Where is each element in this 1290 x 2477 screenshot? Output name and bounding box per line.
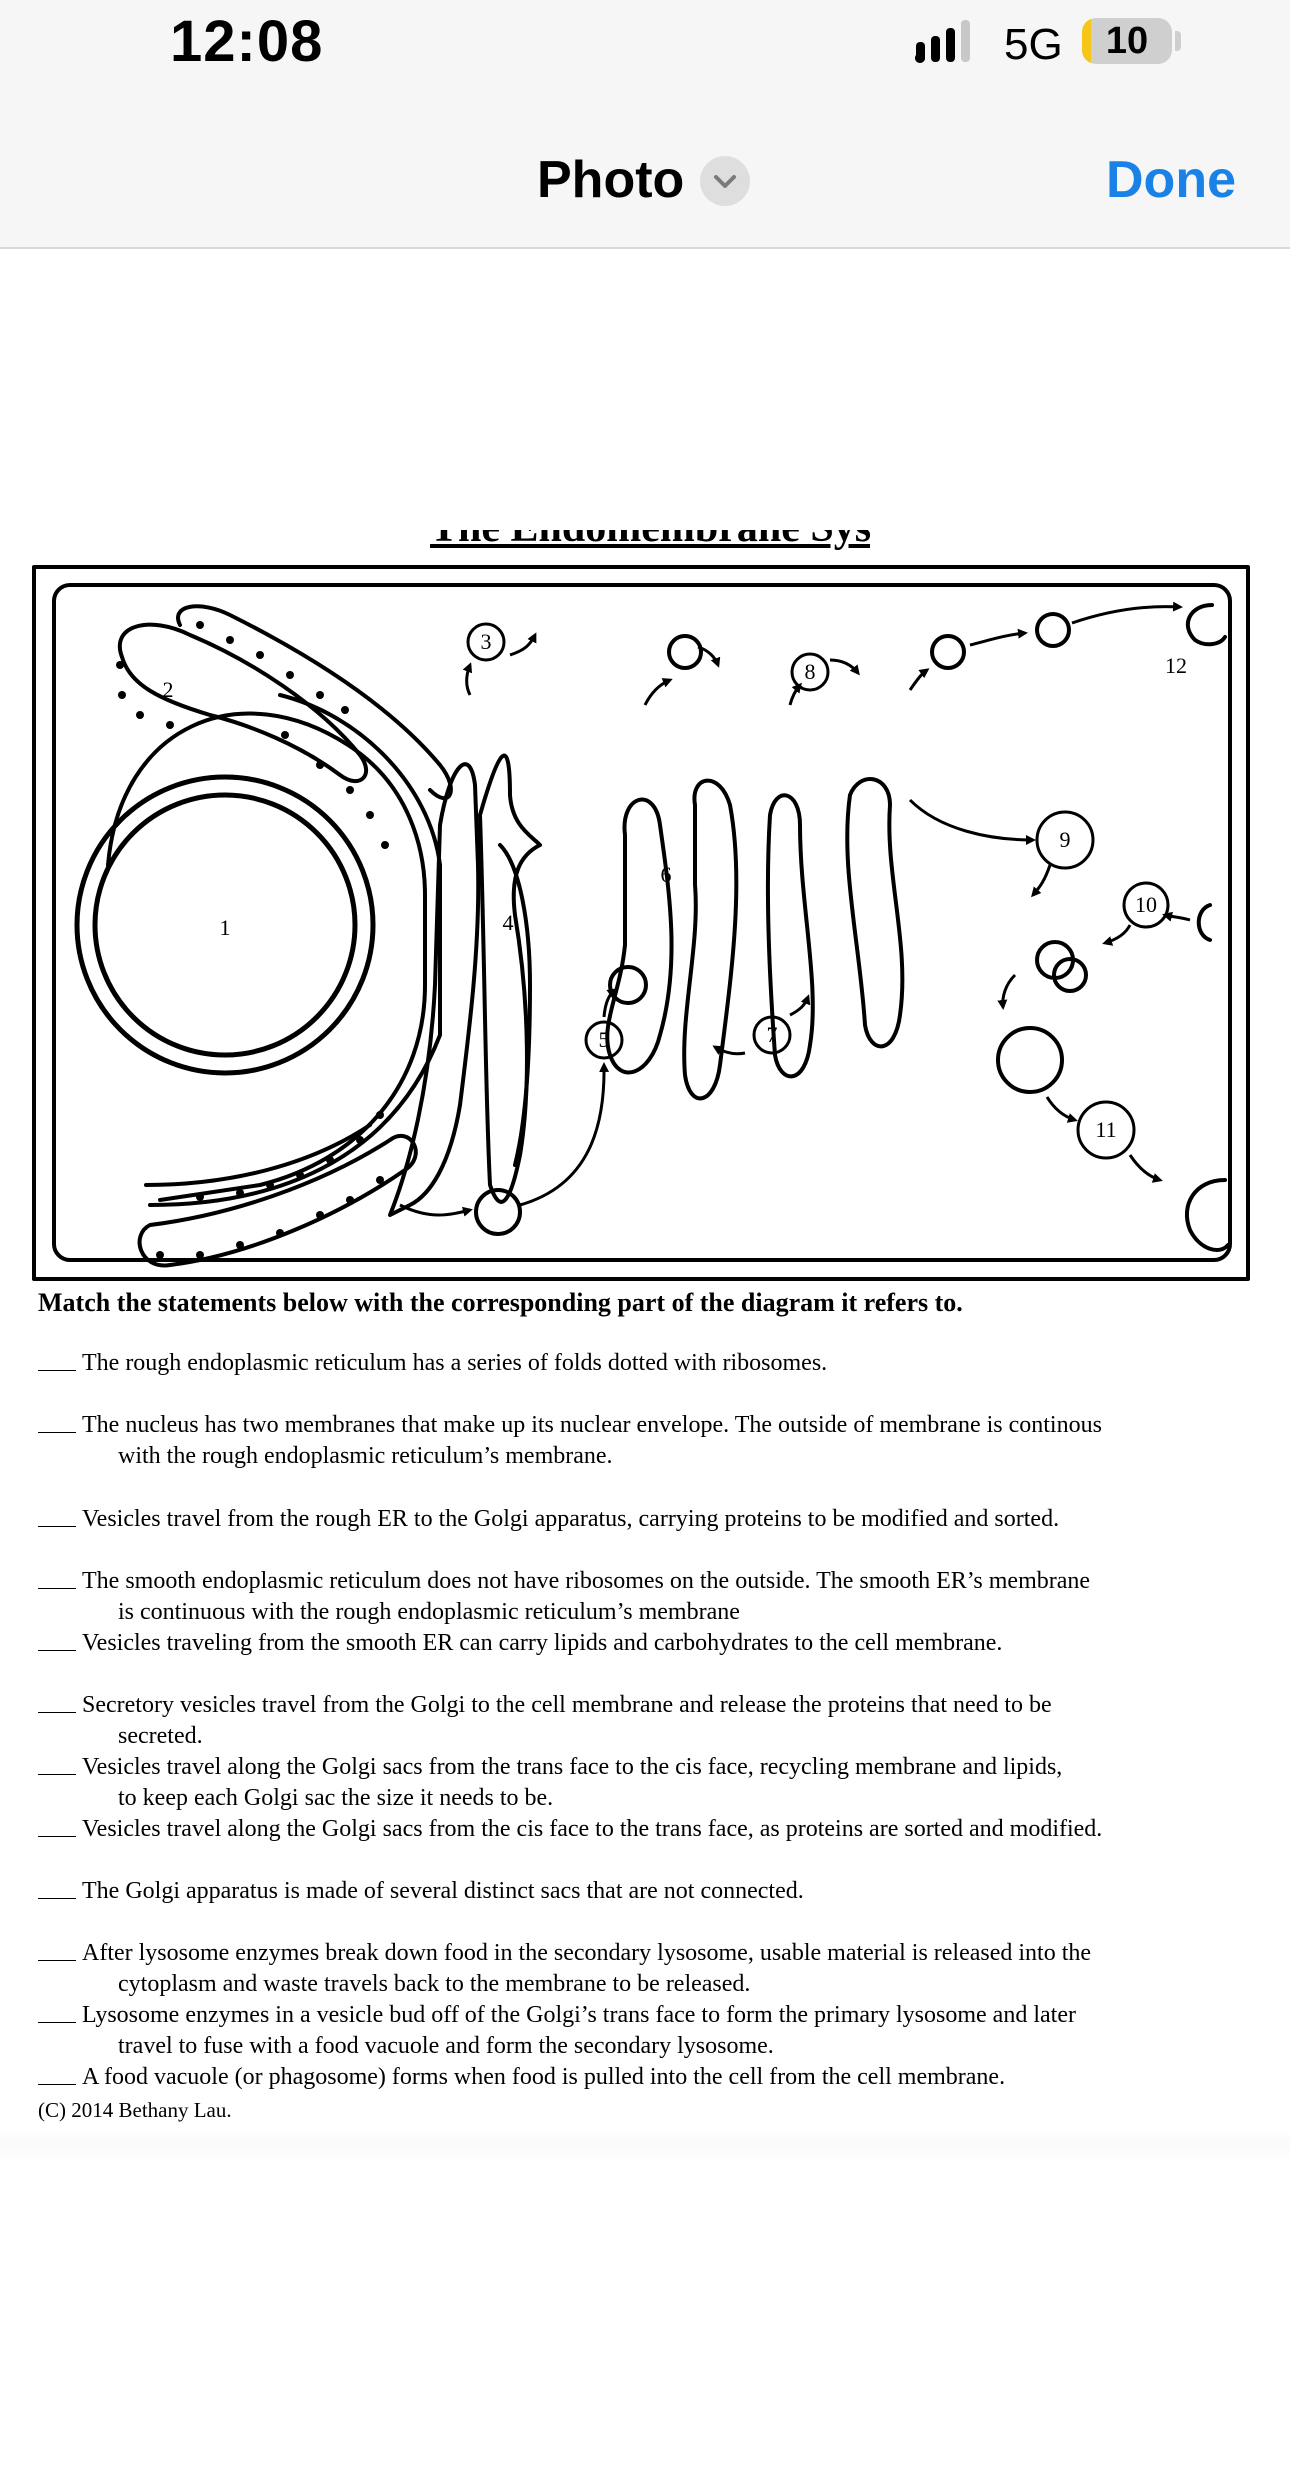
statement-12: A food vacuole (or phagosome) forms when… <box>38 2062 1258 2093</box>
done-button[interactable]: Done <box>1106 150 1236 210</box>
rough-er-sac-2 <box>120 625 366 781</box>
endocytosis-pocket <box>1187 1180 1228 1250</box>
diagram-label-6: 6 <box>661 862 672 887</box>
answer-blank[interactable] <box>38 1814 76 1837</box>
photo-worksheet: The Endomembrane System <box>0 530 1290 2158</box>
statement-line-cont: travel to fuse with a food vacuole and f… <box>38 2031 1258 2062</box>
diagram-label-3: 3 <box>481 629 492 654</box>
rough-er-fold-lower <box>146 1125 370 1185</box>
battery-level: 10 <box>1082 18 1172 64</box>
chevron-down-icon <box>700 156 750 206</box>
answer-blank[interactable] <box>38 1566 76 1589</box>
statement-line: The rough endoplasmic reticulum has a se… <box>82 1348 827 1379</box>
nav-title[interactable]: Photo <box>537 150 684 210</box>
vesicle-rough-er <box>476 1190 520 1234</box>
answer-blank[interactable] <box>38 1938 76 1961</box>
worksheet-title: The Endomembrane System <box>430 530 870 552</box>
battery-cap <box>1175 31 1181 51</box>
answer-blank[interactable] <box>38 1690 76 1713</box>
golgi-sac-4 <box>847 779 902 1046</box>
nav-divider <box>0 247 1290 249</box>
answer-blank[interactable] <box>38 1348 76 1371</box>
top-bar: 12:08 5G 10 Photo Done <box>0 0 1290 248</box>
worksheet-title-crop: The Endomembrane System <box>430 530 870 560</box>
answer-blank[interactable] <box>38 2062 76 2085</box>
outer-frame <box>34 567 1248 1279</box>
answer-blank[interactable] <box>38 1504 76 1527</box>
statement-8: Vesicles travel along the Golgi sacs fro… <box>38 1814 1258 1845</box>
statement-3: Vesicles travel from the rough ER to the… <box>38 1504 1258 1535</box>
golgi-sac-2 <box>684 781 736 1099</box>
statement-2: The nucleus has two membranes that make … <box>38 1410 1258 1472</box>
statement-4: The smooth endoplasmic reticulum does no… <box>38 1566 1258 1628</box>
statement-9: The Golgi apparatus is made of several d… <box>38 1876 1258 1907</box>
statement-line: After lysosome enzymes break down food i… <box>82 1938 1091 1969</box>
golgi-sac-1 <box>607 800 671 1073</box>
lysosome-bud-b <box>1054 959 1086 991</box>
membrane-pocket-10 <box>1199 905 1210 940</box>
cellular-signal-icon <box>914 18 980 66</box>
food-vacuole <box>998 1028 1062 1092</box>
statement-line-cont: with the rough endoplasmic reticulum’s m… <box>38 1441 1258 1472</box>
network-type: 5G <box>1004 20 1063 70</box>
statement-line-cont: secreted. <box>38 1721 1258 1752</box>
statement-line: Vesicles travel along the Golgi sacs fro… <box>82 1752 1062 1783</box>
rough-er-sac-lower <box>140 1136 416 1266</box>
vesicle-golgi-cis <box>610 967 646 1003</box>
answer-blank[interactable] <box>38 1628 76 1651</box>
statement-line: Vesicles traveling from the smooth ER ca… <box>82 1628 1002 1659</box>
vesicle-top-1 <box>669 636 701 668</box>
diagram-label-1: 1 <box>220 915 231 940</box>
vesicle-top-2 <box>932 636 964 668</box>
diagram-label-8: 8 <box>805 659 816 684</box>
statement-line-cont: cytoplasm and waste travels back to the … <box>38 1969 1258 2000</box>
diagram-label-5: 5 <box>599 1027 610 1052</box>
statement-line: Secretory vesicles travel from the Golgi… <box>82 1690 1052 1721</box>
diagram-label-11: 11 <box>1095 1117 1116 1142</box>
diagram-label-4: 4 <box>503 910 514 935</box>
exocytosis-pocket <box>1188 605 1225 644</box>
statement-11: Lysosome enzymes in a vesicle bud off of… <box>38 2000 1258 2062</box>
status-time: 12:08 <box>170 8 323 75</box>
rough-er-outer <box>150 695 440 1205</box>
statement-6: Secretory vesicles travel from the Golgi… <box>38 1690 1258 1752</box>
answer-blank[interactable] <box>38 2000 76 2023</box>
statement-line-cont: is continuous with the rough endoplasmic… <box>38 1597 1258 1628</box>
endomembrane-diagram: 1 2 3 4 5 6 7 8 9 10 11 12 <box>30 565 1252 1285</box>
statement-line: The nucleus has two membranes that make … <box>82 1410 1102 1441</box>
statement-7: Vesicles travel along the Golgi sacs fro… <box>38 1752 1258 1814</box>
diagram-label-10: 10 <box>1135 892 1157 917</box>
title-menu-button[interactable] <box>700 156 750 206</box>
statement-1: The rough endoplasmic reticulum has a se… <box>38 1348 1258 1379</box>
diagram-label-7: 7 <box>767 1022 778 1047</box>
photo-bottom-edge <box>0 2130 1290 2160</box>
statement-line: Lysosome enzymes in a vesicle bud off of… <box>82 2000 1076 2031</box>
statement-line: Vesicles travel from the rough ER to the… <box>82 1504 1059 1535</box>
copyright-notice: (C) 2014 Bethany Lau. <box>38 2098 232 2123</box>
answer-blank[interactable] <box>38 1752 76 1775</box>
statement-line: The smooth endoplasmic reticulum does no… <box>82 1566 1090 1597</box>
diagram-label-2: 2 <box>163 677 174 702</box>
battery-icon: 10 <box>1082 18 1172 64</box>
diagram-label-12: 12 <box>1165 653 1187 678</box>
answer-blank[interactable] <box>38 1876 76 1899</box>
statement-5: Vesicles traveling from the smooth ER ca… <box>38 1628 1258 1659</box>
answer-blank[interactable] <box>38 1410 76 1433</box>
rough-er-fold-top <box>178 606 451 798</box>
statement-line-cont: to keep each Golgi sac the size it needs… <box>38 1783 1258 1814</box>
statement-10: After lysosome enzymes break down food i… <box>38 1938 1258 2000</box>
statement-line: A food vacuole (or phagosome) forms when… <box>82 2062 1005 2093</box>
diagram-label-9: 9 <box>1060 827 1071 852</box>
vesicle-secretory <box>1037 614 1069 646</box>
statement-line: Vesicles travel along the Golgi sacs fro… <box>82 1814 1102 1845</box>
statement-line: The Golgi apparatus is made of several d… <box>82 1876 804 1907</box>
arrows <box>400 607 1190 1215</box>
worksheet-instruction: Match the statements below with the corr… <box>38 1288 963 1318</box>
